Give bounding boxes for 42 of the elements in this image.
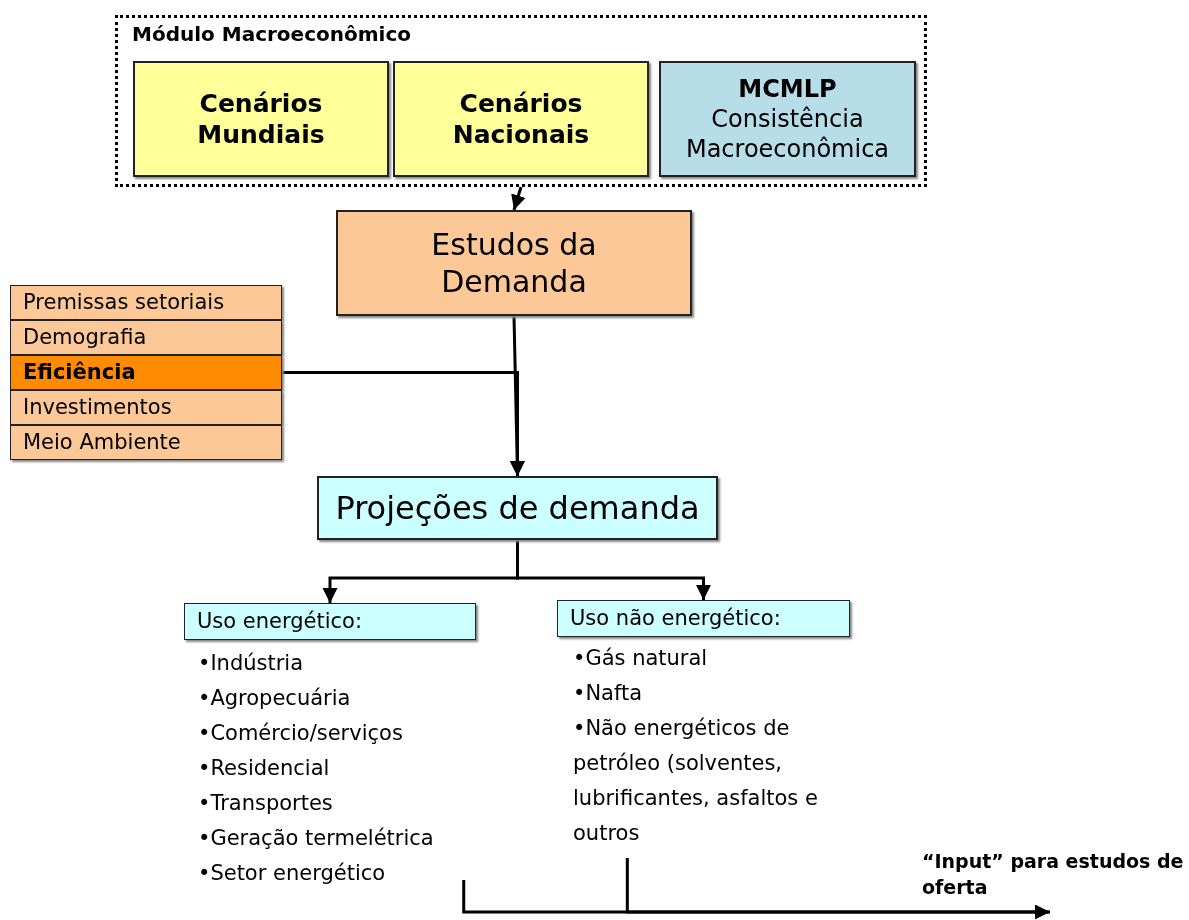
box-label: Investimentos bbox=[23, 394, 172, 421]
bullet-item: •Indústria bbox=[198, 650, 305, 677]
bullet-item: •Residencial bbox=[198, 755, 331, 782]
box-label: Demografia bbox=[23, 324, 147, 351]
box-heading: MCMLP bbox=[738, 74, 837, 104]
bullet-item: •Geração termelétrica bbox=[198, 825, 435, 852]
box-label: Cenários Nacionais bbox=[451, 87, 591, 151]
box-label: Uso energético: bbox=[197, 608, 363, 635]
process-box bbox=[133, 61, 389, 177]
group-title: Módulo Macroeconômico bbox=[132, 22, 412, 46]
bullet-item: •Comércio/serviços bbox=[198, 720, 404, 747]
box-label: Meio Ambiente bbox=[23, 429, 181, 456]
label-box bbox=[10, 425, 282, 460]
label-box bbox=[10, 355, 282, 390]
bullet-item: •Setor energético bbox=[198, 860, 387, 887]
label-box bbox=[10, 320, 282, 355]
bullet-item: •Não energéticos de petróleo (solventes, lubrificantes, asfaltos e outros bbox=[573, 715, 819, 847]
bullet-item: •Gás natural bbox=[573, 645, 709, 672]
box-label: Uso não energético: bbox=[570, 605, 781, 632]
bullet-item: •Nafta bbox=[573, 680, 644, 707]
label-box bbox=[10, 285, 282, 320]
label-box bbox=[10, 390, 282, 425]
output-note: “Input” para estudos de oferta bbox=[922, 849, 1185, 900]
box-label: Estudos da Demanda bbox=[430, 225, 598, 301]
box-label: Cenários Mundiais bbox=[196, 87, 326, 151]
box-label: Premissas setoriais bbox=[23, 289, 225, 316]
label-box bbox=[557, 600, 850, 637]
box-label: Eficiência bbox=[23, 359, 136, 386]
arrow bbox=[511, 186, 526, 211]
process-box bbox=[317, 476, 718, 540]
arrow bbox=[282, 371, 525, 476]
bullet-item: •Agropecuária bbox=[198, 685, 352, 712]
box-label: Projeções de demanda bbox=[335, 488, 700, 528]
dotted-group-frame bbox=[115, 15, 927, 187]
box-label: Consistência Macroeconômica bbox=[684, 104, 891, 164]
process-box bbox=[393, 61, 649, 177]
arrow bbox=[625, 858, 1050, 920]
arrow bbox=[516, 540, 711, 600]
bullet-item: •Transportes bbox=[198, 790, 334, 817]
label-box bbox=[184, 603, 476, 640]
process-box bbox=[659, 61, 916, 177]
process-box bbox=[336, 210, 692, 316]
